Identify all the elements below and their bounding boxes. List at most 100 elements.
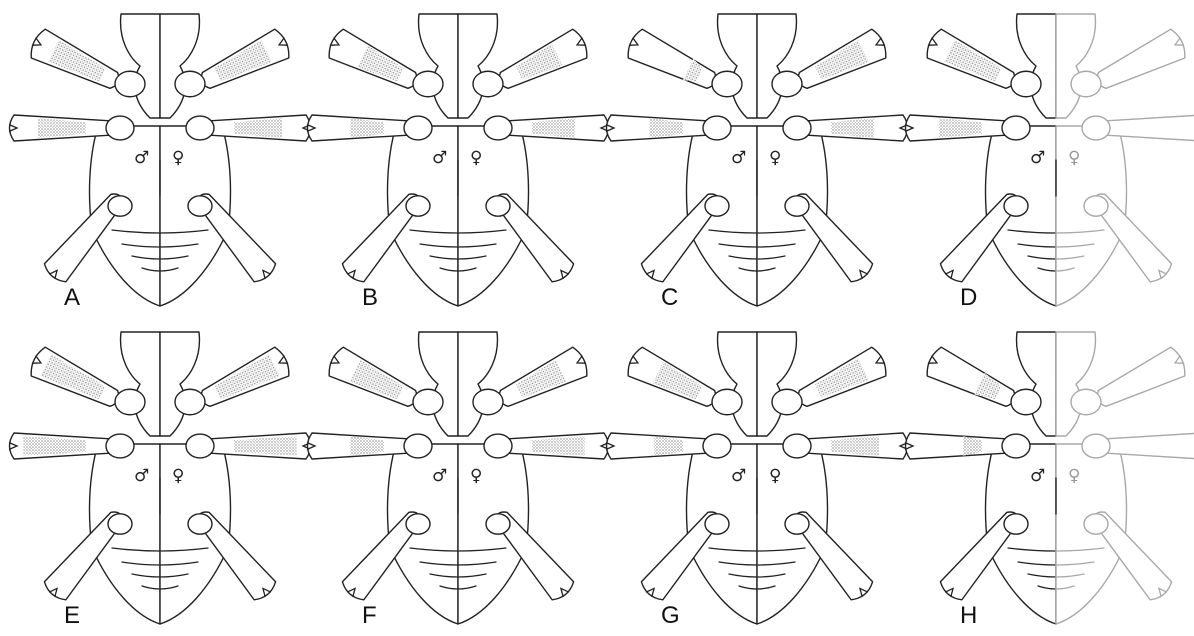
leg-right-front <box>493 27 591 97</box>
panel-label: H <box>960 604 977 628</box>
coxa-right-front <box>473 71 503 97</box>
coxa-left-mid <box>1002 434 1030 458</box>
female-symbol: ♀ <box>172 150 184 167</box>
thorax-left <box>1017 14 1056 118</box>
male-symbol: ♂ <box>134 150 149 167</box>
thorax-right <box>757 14 796 118</box>
thorax-left <box>121 14 160 118</box>
thorax-right <box>1056 332 1095 436</box>
coxa-left-hind <box>705 514 729 534</box>
coxa-right-mid <box>783 116 811 140</box>
thorax-right <box>757 332 796 436</box>
male-symbol: ♂ <box>731 150 746 167</box>
coxa-left-mid <box>703 116 731 140</box>
leg-left-front <box>624 27 722 97</box>
panel-f: ♂ ♀ F <box>298 318 596 636</box>
panel-label: A <box>64 286 80 310</box>
coxa-right-front <box>1071 71 1101 97</box>
leg-left-front <box>325 345 423 415</box>
coxa-right-mid <box>186 434 214 458</box>
male-symbol: ♂ <box>432 468 447 485</box>
coxa-left-mid <box>404 434 432 458</box>
leg-right-front <box>1091 345 1189 415</box>
coxa-left-front <box>712 71 742 97</box>
male-symbol: ♂ <box>1030 150 1045 167</box>
coxa-right-front <box>772 389 802 415</box>
thorax-left <box>419 14 458 118</box>
thorax-left <box>1017 332 1056 436</box>
panel-e: ♂♀E <box>0 318 298 636</box>
panel-label: B <box>362 286 378 310</box>
coxa-left-hind <box>406 514 430 534</box>
coxa-left-hind <box>108 514 132 534</box>
leg-left-front <box>27 345 125 415</box>
thorax-right <box>1056 14 1095 118</box>
thorax-right <box>458 332 497 436</box>
leg-left-front <box>325 27 423 97</box>
leg-right-front <box>1091 27 1189 97</box>
thorax-right <box>160 14 199 118</box>
male-symbol: ♂ <box>432 150 447 167</box>
coxa-right-front <box>473 389 503 415</box>
coxa-left-front <box>1011 71 1041 97</box>
coxa-right-hind <box>188 196 212 216</box>
coxa-right-mid <box>1082 116 1110 140</box>
leg-right-front <box>195 27 293 97</box>
coxa-right-mid <box>1082 434 1110 458</box>
thorax-left <box>718 14 757 118</box>
coxa-right-mid <box>484 434 512 458</box>
leg-left-front <box>624 345 722 415</box>
coxa-right-mid <box>186 116 214 140</box>
coxa-left-front <box>712 389 742 415</box>
coxa-left-front <box>115 71 145 97</box>
coxa-left-front <box>413 389 443 415</box>
female-symbol: ♀ <box>1068 468 1080 485</box>
coxa-right-front <box>1071 389 1101 415</box>
panel-d: ♂ ♀ D <box>896 0 1194 318</box>
leg-right-front <box>792 27 890 97</box>
panel-label: F <box>362 604 377 628</box>
coxa-left-hind <box>108 196 132 216</box>
leg-left-front <box>923 345 1021 415</box>
leg-left-front <box>923 27 1021 97</box>
panel-a: ♂ ♀ A <box>0 0 298 318</box>
coxa-left-mid <box>703 434 731 458</box>
leg-right-front <box>195 345 293 415</box>
female-symbol: ♀ <box>470 150 482 167</box>
coxa-left-front <box>413 71 443 97</box>
coxa-left-mid <box>106 116 134 140</box>
panel-label: D <box>960 286 977 310</box>
coxa-right-mid <box>484 116 512 140</box>
coxa-left-front <box>115 389 145 415</box>
female-symbol: ♀ <box>769 468 781 485</box>
panel-label: E <box>64 604 80 628</box>
panel-c: ♂♀C <box>597 0 895 318</box>
coxa-right-hind <box>785 514 809 534</box>
coxa-right-front <box>175 71 205 97</box>
coxa-left-mid <box>404 116 432 140</box>
female-symbol: ♀ <box>470 468 482 485</box>
coxa-left-hind <box>406 196 430 216</box>
male-symbol: ♂ <box>731 468 746 485</box>
panel-label: G <box>661 604 680 628</box>
leg-right-front <box>792 345 890 415</box>
coxa-right-mid <box>783 434 811 458</box>
coxa-left-mid <box>106 434 134 458</box>
coxa-left-hind <box>1004 196 1028 216</box>
thorax-right <box>160 332 199 436</box>
coxa-right-hind <box>188 514 212 534</box>
female-symbol: ♀ <box>1068 150 1080 167</box>
coxa-right-hind <box>486 196 510 216</box>
female-symbol: ♀ <box>172 468 184 485</box>
thorax-left <box>121 332 160 436</box>
leg-right-front <box>493 345 591 415</box>
male-symbol: ♂ <box>1030 468 1045 485</box>
coxa-right-hind <box>1084 196 1108 216</box>
coxa-right-hind <box>785 196 809 216</box>
coxa-left-hind <box>1004 514 1028 534</box>
coxa-right-front <box>772 71 802 97</box>
thorax-left <box>419 332 458 436</box>
coxa-left-front <box>1011 389 1041 415</box>
thorax-left <box>718 332 757 436</box>
